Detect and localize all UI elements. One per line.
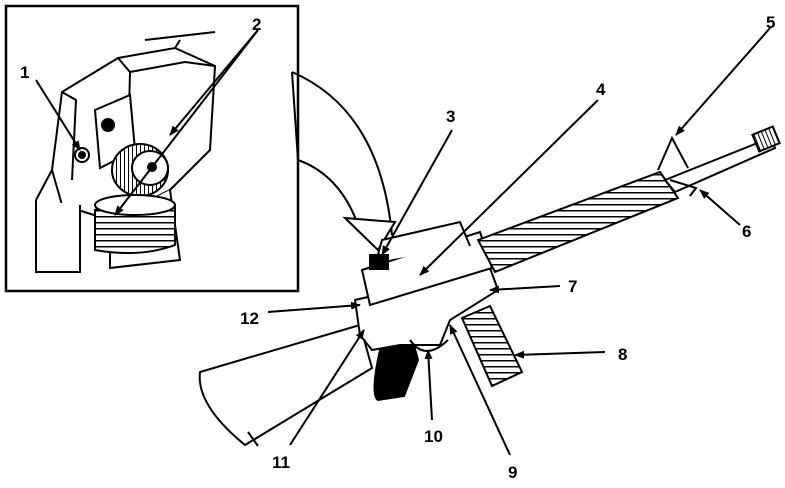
callout-labels: 1 2 3 4 5 6 7 8 9 10 11 12 [20, 13, 775, 482]
buttstock [198, 323, 374, 447]
callout-7: 7 [568, 277, 577, 296]
callout-1: 1 [20, 63, 29, 82]
leader-10 [424, 349, 433, 421]
leader-2b [114, 29, 259, 216]
callout-11: 11 [272, 453, 290, 472]
callout-3: 3 [446, 107, 455, 126]
magazine [460, 304, 524, 388]
leader-6 [699, 189, 741, 226]
leader-8 [514, 350, 606, 359]
carrying-handle [375, 220, 471, 263]
callout-8: 8 [618, 345, 627, 364]
pistol-grip [373, 336, 420, 402]
callout-2: 2 [252, 15, 261, 34]
leader-9 [449, 324, 511, 456]
leader-lines [267, 27, 771, 456]
callout-6: 6 [742, 222, 751, 241]
rear-sight-detail-inset [4, 4, 300, 293]
lower-receiver [353, 266, 500, 352]
leader-12 [267, 301, 361, 313]
leader-4 [419, 99, 599, 276]
leader-5 [675, 27, 771, 136]
leader-1 [35, 79, 81, 151]
leader-7 [489, 285, 561, 294]
detail-indicator-arrow [291, 71, 393, 236]
callout-4: 4 [596, 80, 606, 99]
front-sight [657, 135, 689, 171]
callout-9: 9 [508, 463, 517, 482]
handguard [476, 170, 680, 274]
callout-10: 10 [424, 427, 443, 446]
elevation-knob [94, 194, 176, 255]
callout-5: 5 [766, 13, 775, 32]
callout-12: 12 [240, 309, 259, 328]
leader-11 [289, 329, 365, 446]
leader-3 [381, 129, 453, 256]
windage-knob [111, 143, 169, 197]
